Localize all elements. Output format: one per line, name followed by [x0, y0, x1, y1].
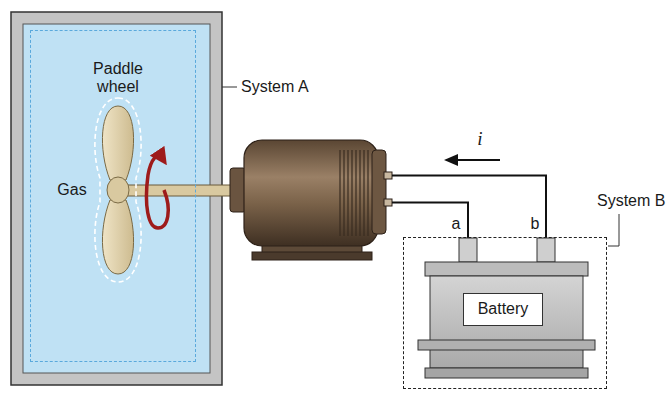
illustration-part — [392, 176, 546, 242]
illustration-part — [343, 150, 344, 236]
illustration-part — [459, 238, 477, 262]
illustration-part — [418, 340, 595, 350]
illustration-part — [23, 24, 210, 373]
illustration-part — [367, 150, 368, 236]
illustration-part — [359, 150, 360, 236]
rotation-arrow — [146, 156, 168, 228]
battery-label-box: Battery — [463, 293, 543, 326]
illustration-part — [107, 177, 129, 203]
current-symbol: i — [470, 128, 490, 150]
paddle-boundary — [95, 98, 141, 282]
illustration-part — [430, 276, 583, 368]
illustration-part — [11, 12, 222, 385]
illustration-part — [355, 150, 356, 236]
illustration-part — [537, 238, 555, 262]
illustration-part — [392, 203, 468, 242]
leader-line — [608, 214, 619, 246]
motor — [230, 140, 392, 260]
illustration-part — [340, 150, 368, 236]
current-arrow — [444, 154, 500, 166]
wire — [392, 176, 546, 242]
illustration-part — [363, 150, 364, 236]
illustration-part — [425, 262, 588, 276]
illustration-part — [244, 140, 378, 246]
system-label: System B — [597, 192, 665, 210]
terminal-label: a — [448, 215, 464, 233]
illustration-part — [425, 368, 588, 378]
part-label: Paddle wheel — [80, 60, 156, 97]
illustration-part — [347, 150, 348, 236]
box-label: Battery — [478, 300, 529, 318]
illustration-part — [339, 150, 340, 236]
illustration-part — [102, 106, 133, 180]
terminal-label: b — [527, 215, 543, 233]
illustration-part — [252, 252, 372, 260]
illustration-part — [456, 159, 500, 161]
system-boundary: System BBattery — [403, 237, 607, 389]
illustration-part — [444, 154, 458, 166]
illustration-part — [384, 172, 392, 179]
leader-line — [222, 87, 237, 88]
illustration-part — [102, 200, 133, 274]
illustration-part — [372, 150, 386, 234]
illustration-part — [384, 199, 392, 206]
system-label: System A — [241, 78, 309, 96]
paddle-wheel — [102, 106, 133, 274]
illustration-part — [351, 150, 352, 236]
tank — [11, 12, 222, 385]
medium-label: Gas — [52, 181, 92, 199]
battery — [418, 238, 595, 378]
